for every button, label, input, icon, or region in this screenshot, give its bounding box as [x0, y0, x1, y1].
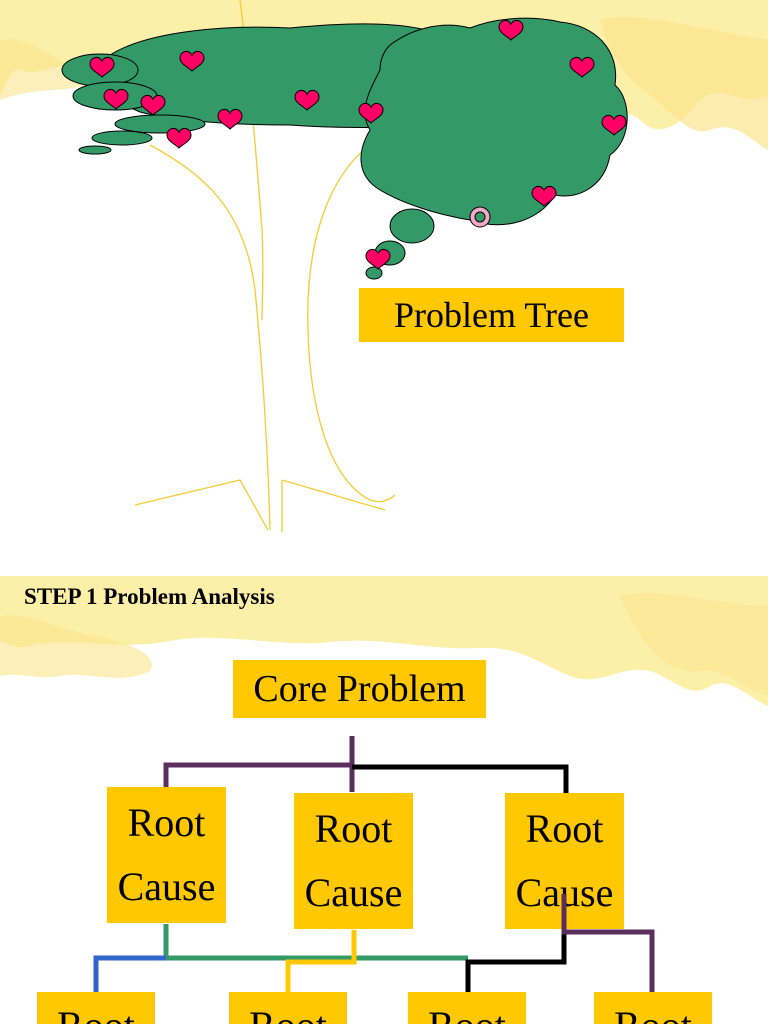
pink-ring-icon — [469, 206, 491, 228]
tree-illustration — [0, 0, 768, 532]
connectors — [93, 736, 655, 996]
sub-cause-box: Root — [408, 992, 526, 1024]
slide-problem-tree: Problem Tree — [0, 0, 768, 532]
connector-black-lower — [465, 932, 567, 996]
root-cause-line1: Root — [525, 806, 604, 851]
root-cause-line1: Root — [127, 800, 206, 845]
yellow-wash-background — [0, 576, 768, 706]
step-heading: STEP 1 Problem Analysis — [24, 584, 275, 609]
sub-cause-box: Root — [229, 992, 347, 1024]
sub-cause-box: Root — [37, 992, 155, 1024]
root-cause-line1: Root — [314, 806, 393, 851]
connector-core-right — [352, 764, 569, 796]
diagram-canvas — [0, 576, 768, 996]
connector-yellow — [285, 930, 357, 996]
root-cause-box: Root Cause — [107, 787, 226, 923]
heart-icon — [166, 127, 192, 149]
heart-icon — [365, 248, 391, 270]
connector-core-left — [163, 762, 352, 788]
root-cause-line2: Cause — [515, 870, 614, 915]
sub-cause-box: Root — [594, 992, 712, 1024]
root-cause-box: Root Cause — [294, 793, 413, 929]
problem-tree-title: Problem Tree — [359, 288, 624, 342]
connector-blue — [93, 955, 166, 996]
heart-icon — [217, 108, 243, 130]
slide-problem-analysis: STEP 1 Problem Analysis Core Problem Roo… — [0, 576, 768, 1024]
tree-foliage — [61, 17, 628, 280]
root-cause-line2: Cause — [117, 864, 216, 909]
core-problem-box: Core Problem — [233, 660, 486, 718]
connector-green — [163, 924, 468, 961]
root-cause-box: Root Cause — [505, 793, 624, 929]
slide-gap — [0, 560, 768, 576]
root-cause-line2: Cause — [304, 870, 403, 915]
